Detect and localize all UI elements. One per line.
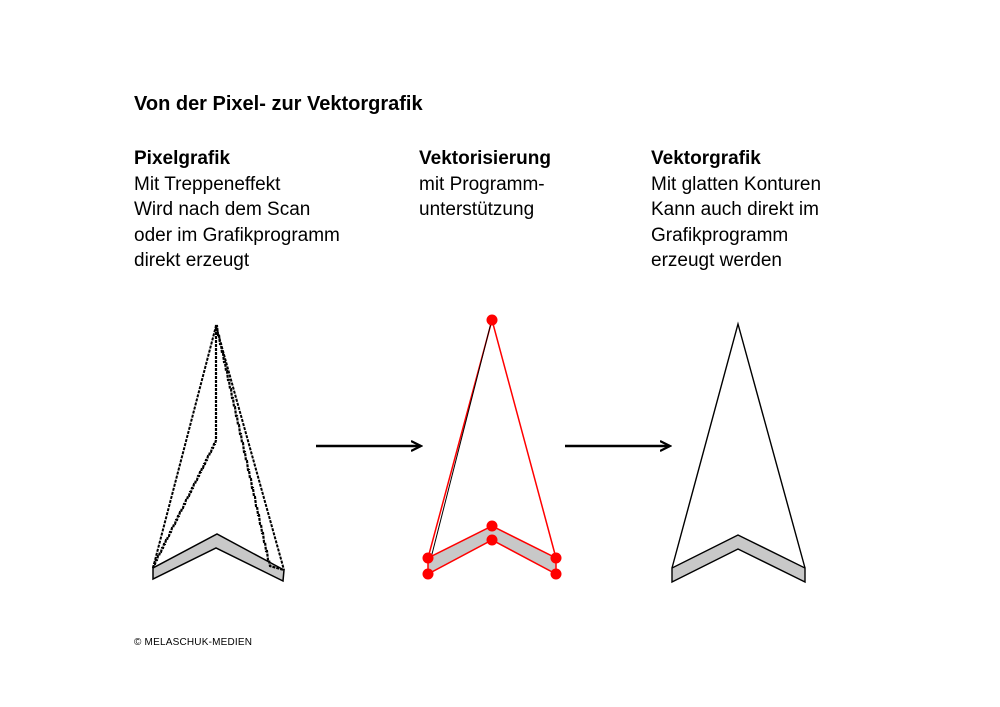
anchor-point bbox=[422, 568, 434, 580]
column-text-line: Grafikprogramm bbox=[651, 224, 789, 246]
copyright-notice: © MELASCHUK-MEDIEN bbox=[134, 637, 253, 648]
pixel-arrowhead-base bbox=[152, 533, 285, 583]
column-heading: Vektorgrafik bbox=[651, 148, 761, 169]
pixel-arrowhead-right-edge bbox=[215, 325, 285, 571]
column-vektorgrafik: Vektorgrafik Mit glatten Konturen Kann a… bbox=[651, 146, 821, 274]
column-text-line: Mit Treppeneffekt bbox=[134, 173, 281, 195]
column-text-line: Kann auch direkt im bbox=[651, 199, 819, 220]
vectorized-arrowhead-base bbox=[427, 525, 557, 576]
anchor-point bbox=[550, 568, 562, 580]
column-vektorisierung: Vektorisierung mit Programm- unterstützu… bbox=[419, 146, 551, 223]
column-text-line: direkt erzeugt bbox=[134, 250, 250, 271]
column-text-line: mit Programm- bbox=[419, 173, 545, 195]
column-heading: Vektorisierung bbox=[419, 148, 551, 169]
anchor-point bbox=[486, 314, 498, 326]
page-title: Von der Pixel- zur Vektorgrafik bbox=[134, 93, 423, 115]
column-text-line: unterstützung bbox=[419, 199, 535, 220]
column-pixelgrafik: Pixelgrafik Mit Treppeneffekt Wird nach … bbox=[134, 146, 340, 274]
column-text-line: Mit glatten Konturen bbox=[651, 173, 822, 195]
anchor-point bbox=[486, 534, 498, 546]
column-text-line: oder im Grafikprogramm bbox=[134, 224, 340, 246]
column-heading: Pixelgrafik bbox=[134, 148, 231, 169]
anchor-point bbox=[422, 552, 434, 564]
vector-arrowhead-icon bbox=[671, 321, 806, 584]
pixel-arrowhead-icon bbox=[151, 324, 285, 583]
column-text-line: Wird nach dem Scan bbox=[134, 199, 311, 220]
anchor-point bbox=[550, 552, 562, 564]
pixel-arrowhead-outline bbox=[151, 324, 285, 572]
vector-arrowhead-base bbox=[671, 534, 806, 584]
vectorized-arrowhead-icon bbox=[422, 314, 562, 580]
vector-arrowhead-outline bbox=[671, 321, 806, 569]
pixel-arrowhead-left-edge bbox=[152, 325, 217, 569]
vectorized-arrowhead-inner-edge bbox=[430, 322, 492, 559]
column-text-line: erzeugt werden bbox=[651, 250, 782, 271]
anchor-point bbox=[486, 520, 498, 532]
